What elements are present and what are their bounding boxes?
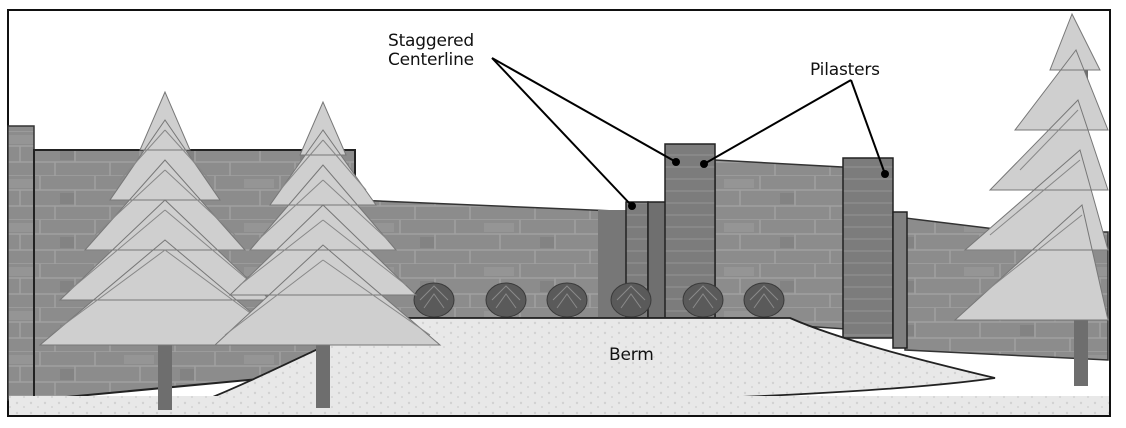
staggered-centerline-label: Staggered Centerline (388, 32, 474, 70)
leader-pilasters-1 (703, 79, 852, 165)
pilasters-label: Pilasters (810, 60, 880, 80)
staggered-label-line1: Staggered (388, 31, 474, 51)
shrub-icon (743, 282, 785, 318)
leader-staggered-2 (491, 57, 677, 163)
shrub-icon (610, 282, 652, 318)
shrub-icon (546, 282, 588, 318)
callout-lines (491, 57, 886, 207)
tree-icon (953, 12, 1109, 386)
shrubs (413, 282, 785, 318)
leader-staggered-1 (491, 57, 633, 207)
wall-far-left (7, 125, 35, 401)
staggered-label-line2: Centerline (388, 50, 474, 70)
shrub-icon (413, 282, 455, 318)
wall-center (714, 159, 861, 331)
ground-snow (9, 396, 1109, 415)
shrub-icon (485, 282, 527, 318)
tree-icon (38, 90, 292, 410)
leader-pilasters-2 (850, 79, 886, 175)
tree-icon (213, 100, 442, 408)
pilaster-5 (892, 211, 908, 349)
berm-label: Berm (609, 345, 654, 365)
pilaster-4 (842, 157, 894, 339)
shrub-icon (682, 282, 724, 318)
